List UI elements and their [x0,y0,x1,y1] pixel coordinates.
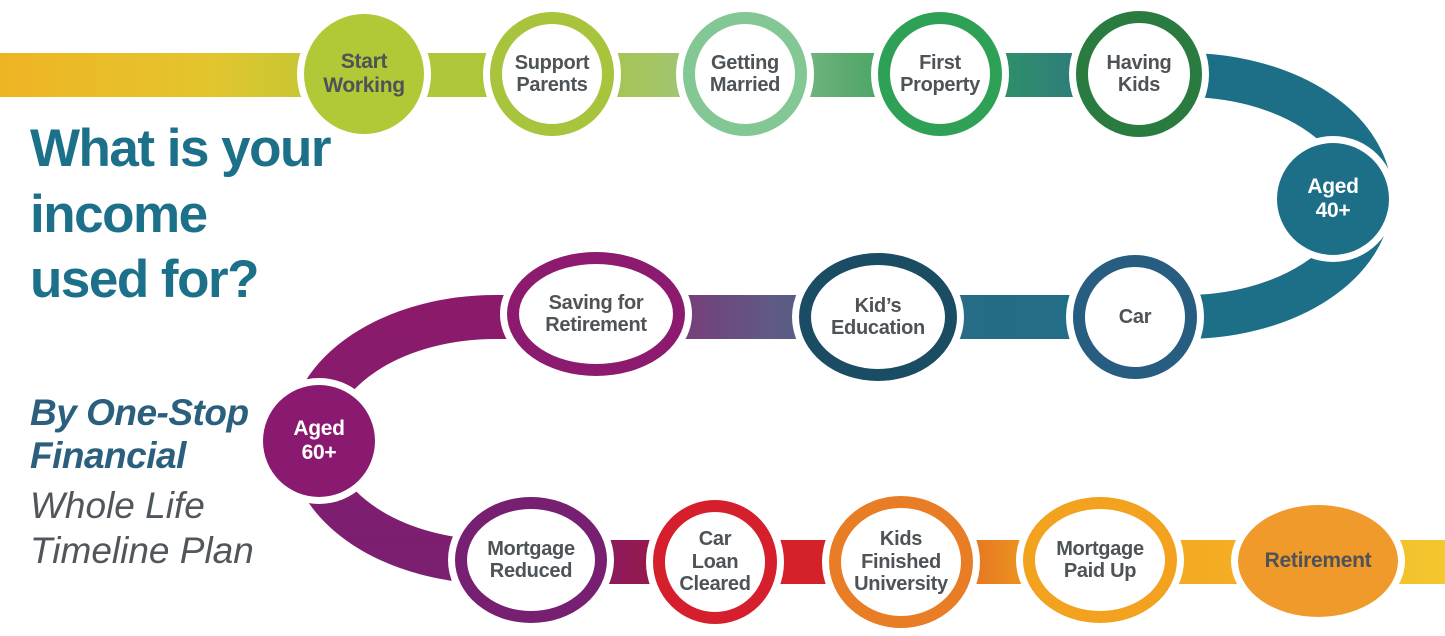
page-title: What is your income used for? [30,119,332,310]
node-start-working: Start Working [304,14,424,134]
node-retirement: Retirement [1238,505,1398,617]
node-label: First Property [900,51,980,96]
node-label: Mortgage Reduced [487,537,575,582]
node-label: Start Working [323,50,405,97]
node-label: Kid’s Education [831,294,925,339]
node-label: Getting Married [709,51,781,96]
node-car: Car [1073,255,1197,379]
byline: By One-Stop Financial [30,392,249,476]
node-car-loan-cleared: Car Loan Cleared [653,500,777,624]
node-label: Retirement [1264,549,1372,573]
node-label: Mortgage Paid Up [1056,537,1144,582]
node-having-kids: Having Kids [1076,11,1202,137]
node-label: Kids Finished University [854,528,948,596]
node-label: Aged 60+ [293,417,345,464]
node-aged-60: Aged 60+ [263,385,375,497]
node-mortgage-reduced: Mortgage Reduced [455,497,607,623]
node-label: Car [1118,305,1152,328]
node-label: Support Parents [514,51,590,96]
node-aged-40: Aged 40+ [1277,143,1389,255]
node-getting-married: Getting Married [683,12,807,136]
node-label: Aged 40+ [1307,175,1359,222]
node-mortgage-paid-up: Mortgage Paid Up [1023,497,1177,623]
node-kids-education: Kid’s Education [799,253,957,381]
node-label: Having Kids [1106,51,1172,96]
node-kids-finished-university: Kids Finished University [829,496,973,628]
node-support-parents: Support Parents [490,12,614,136]
plan-name: Whole Life Timeline Plan [30,485,254,572]
node-label: Saving for Retirement [545,291,647,336]
node-saving-for-retirement: Saving for Retirement [507,252,685,376]
node-first-property: First Property [878,12,1002,136]
node-label: Car Loan Cleared [679,528,751,596]
